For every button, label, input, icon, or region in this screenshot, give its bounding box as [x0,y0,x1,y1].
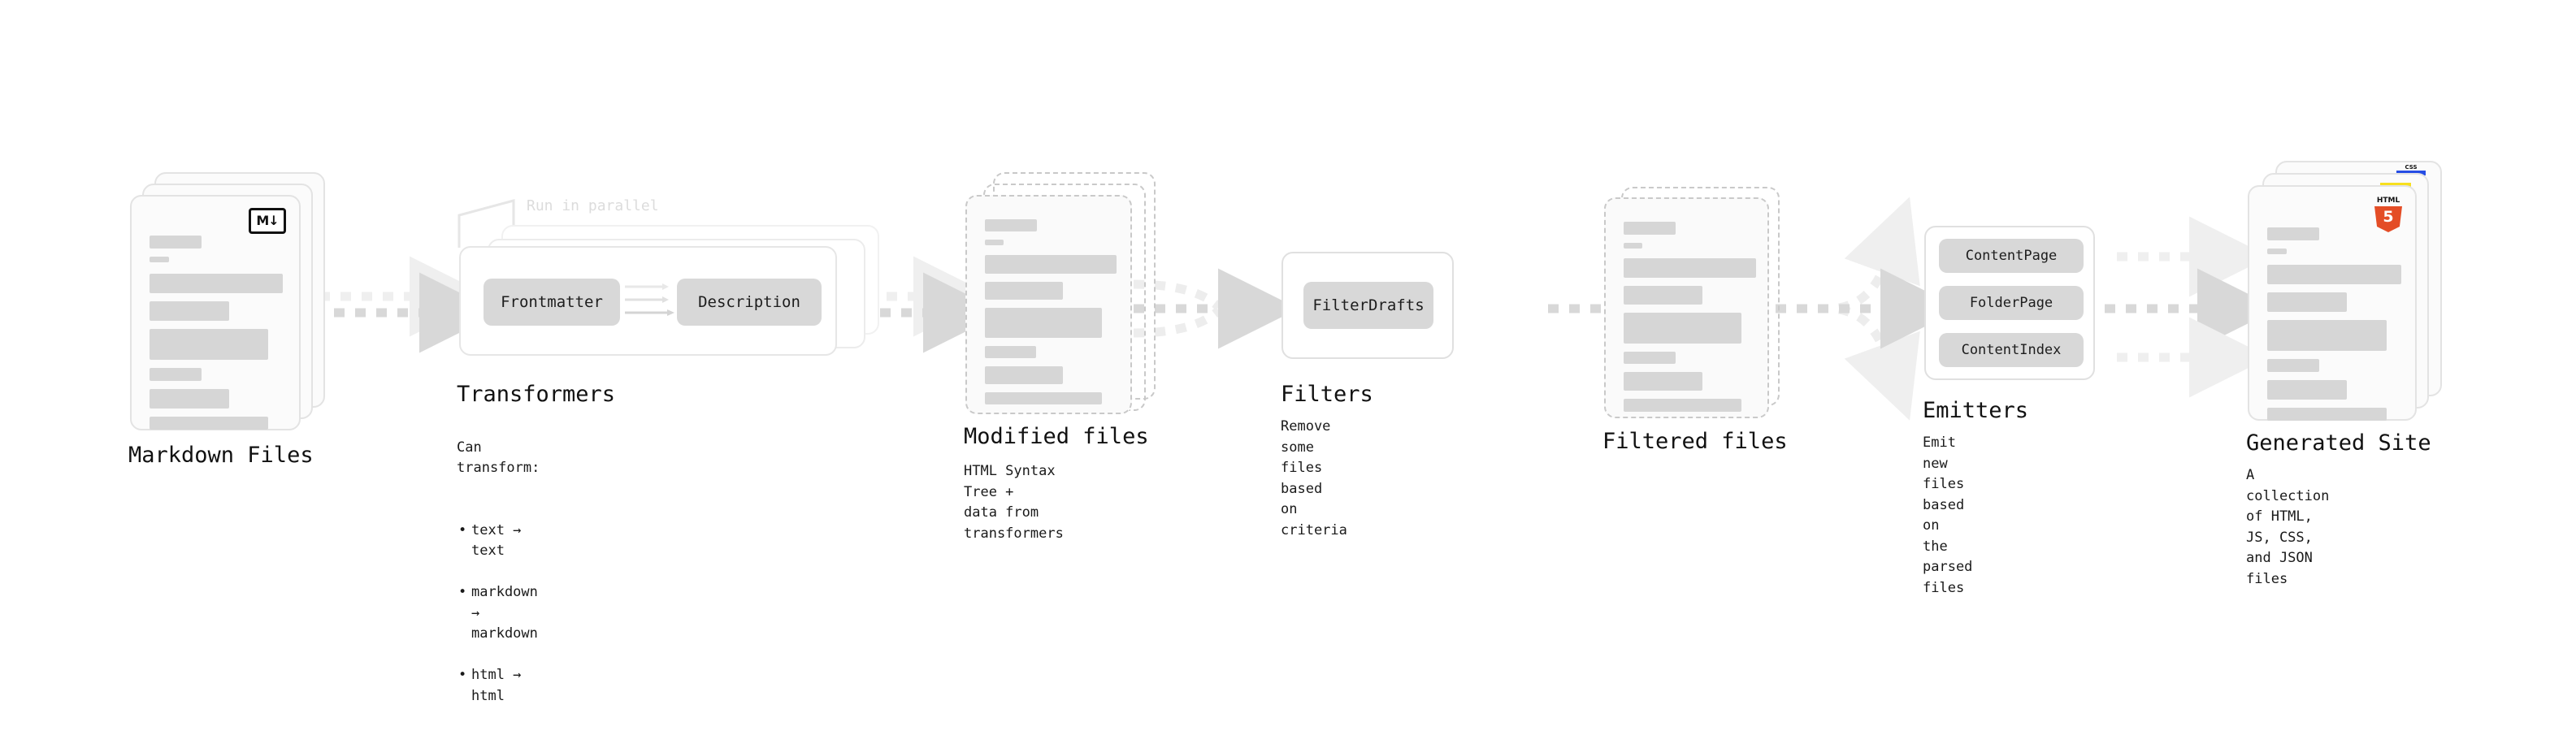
placeholder-bar [150,368,202,381]
placeholder-bar [985,392,1102,404]
placeholder-bar [150,329,268,360]
placeholder-bar [2267,249,2287,254]
placeholder-bar [150,389,229,409]
arrow-emitters-to-generated [2105,216,2278,398]
markdown-icon: M↓ [249,208,286,234]
stage-title-emitters: Emitters [1923,398,2029,423]
placeholder-bar [1624,372,1702,391]
placeholder-bar [150,257,169,262]
placeholder-bar [2267,408,2387,421]
placeholder-bar [985,255,1117,274]
transformer-pill-frontmatter[interactable]: Frontmatter [484,279,620,326]
stage-title-filters: Filters [1281,382,1373,407]
placeholder-bar [985,346,1036,358]
arrow-markdown-to-transformers [313,256,500,353]
transform-list: text → text markdown → markdown html → h… [457,499,540,728]
stage-caption-filters: Remove some files based on criteria [1281,418,1347,538]
html5-icon: HTML 5 [2373,197,2404,232]
placeholder-bar [985,308,1102,338]
html5-wordmark: HTML [2376,197,2400,205]
placeholder-bar [2267,292,2347,312]
placeholder-bar [2267,359,2319,372]
placeholder-bars [985,219,1117,413]
placeholder-bar [1624,286,1702,305]
placeholder-bar [150,274,283,293]
placeholder-bar [1624,222,1676,235]
stage-caption-generated: A collection of HTML, JS, CSS, and JSON … [2246,467,2330,587]
placeholder-bars [1624,222,1756,420]
generated-card-front: HTML 5 [2248,185,2417,421]
placeholder-bar [1624,258,1756,278]
placeholder-bar [2267,320,2387,351]
placeholder-bars [150,236,283,438]
stage-caption-modified: HTML Syntax Tree + data from transformer… [964,463,1064,542]
stage-caption-emitters: Emit new files based on the parsed files [1923,435,1973,596]
stage-title-filtered: Filtered files [1602,429,1788,454]
transformer-panel-front: Frontmatter Description [459,246,837,356]
emitter-pill-contentindex[interactable]: ContentIndex [1939,333,2084,367]
placeholder-bar [1624,352,1676,364]
filtered-card-front [1604,197,1769,418]
placeholder-bar [985,219,1037,231]
emitter-pill-folderpage[interactable]: FolderPage [1939,286,2084,320]
placeholder-bar [2267,265,2401,284]
filter-pill-filterdrafts[interactable]: FilterDrafts [1303,282,1433,329]
placeholder-bar [1624,243,1642,249]
caption-lead: Can transform: [457,439,540,477]
run-in-parallel-annotation: Run in parallel [527,197,659,214]
emitters-panel: ContentPage FolderPage ContentIndex [1924,226,2095,380]
modified-card-front [965,195,1132,414]
transform-list-item: html → html [458,665,540,707]
placeholder-bar [1624,313,1741,344]
arrow-filtered-to-emitters [1776,197,1961,421]
placeholder-bar [2267,380,2347,400]
placeholder-bar [2267,227,2319,240]
markdown-card-front: M↓ [130,195,301,430]
placeholder-bar [985,282,1063,300]
stage-title-modified: Modified files [964,424,1149,449]
placeholder-bar [985,366,1063,384]
stage-caption-transformers: Can transform: text → text markdown → ma… [457,417,540,748]
placeholder-bar [150,417,268,430]
placeholder-bar [985,240,1004,245]
placeholder-bars [2267,227,2401,429]
emitter-pill-contentpage[interactable]: ContentPage [1939,239,2084,273]
filters-panel: FilterDrafts [1281,252,1454,359]
stage-title-transformers: Transformers [457,382,616,407]
placeholder-bar [150,301,229,321]
pipeline-diagram: M↓ Markdown Files Run in parallel [0,0,2576,681]
placeholder-bar [1624,399,1741,412]
stage-title-markdown: Markdown Files [128,443,314,468]
inner-arrow-group [625,283,674,316]
stage-title-generated: Generated Site [2246,430,2431,456]
placeholder-bar [150,236,202,249]
transform-list-item: text → text [458,521,540,562]
transformer-pill-description[interactable]: Description [677,279,822,326]
transform-list-item: markdown → markdown [458,582,540,645]
